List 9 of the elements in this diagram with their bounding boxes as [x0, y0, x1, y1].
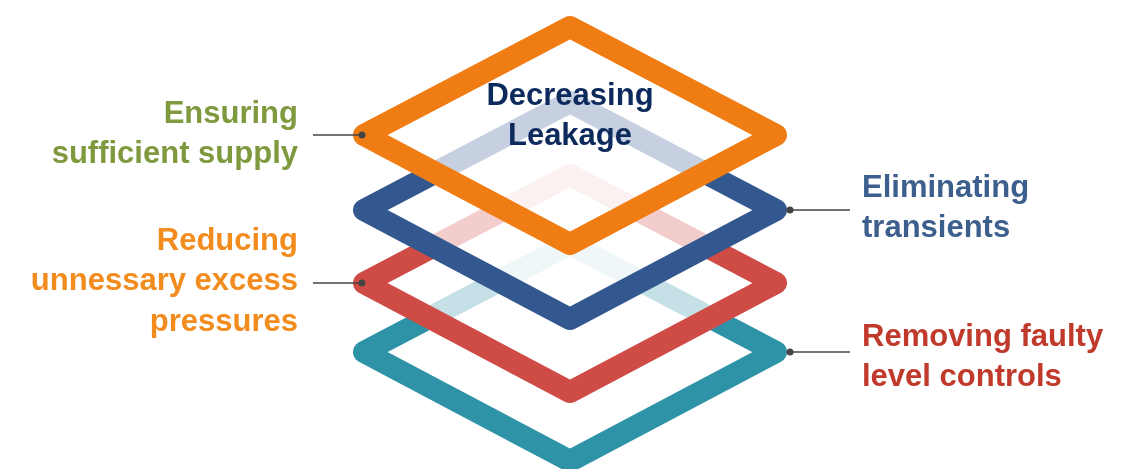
layer-title: Decreasing Leakage: [485, 76, 655, 155]
leader-line: [312, 131, 366, 139]
leader-line: [312, 279, 366, 287]
callout-text: Removing faulty level controls: [862, 316, 1137, 397]
callout-text: Ensuring sufficient supply: [20, 93, 298, 174]
leader-line: [786, 206, 851, 214]
callout-text: Reducing unnessary excess pressures: [0, 220, 298, 341]
callout-text: Eliminating transients: [862, 167, 1132, 248]
leader-line: [786, 348, 851, 356]
